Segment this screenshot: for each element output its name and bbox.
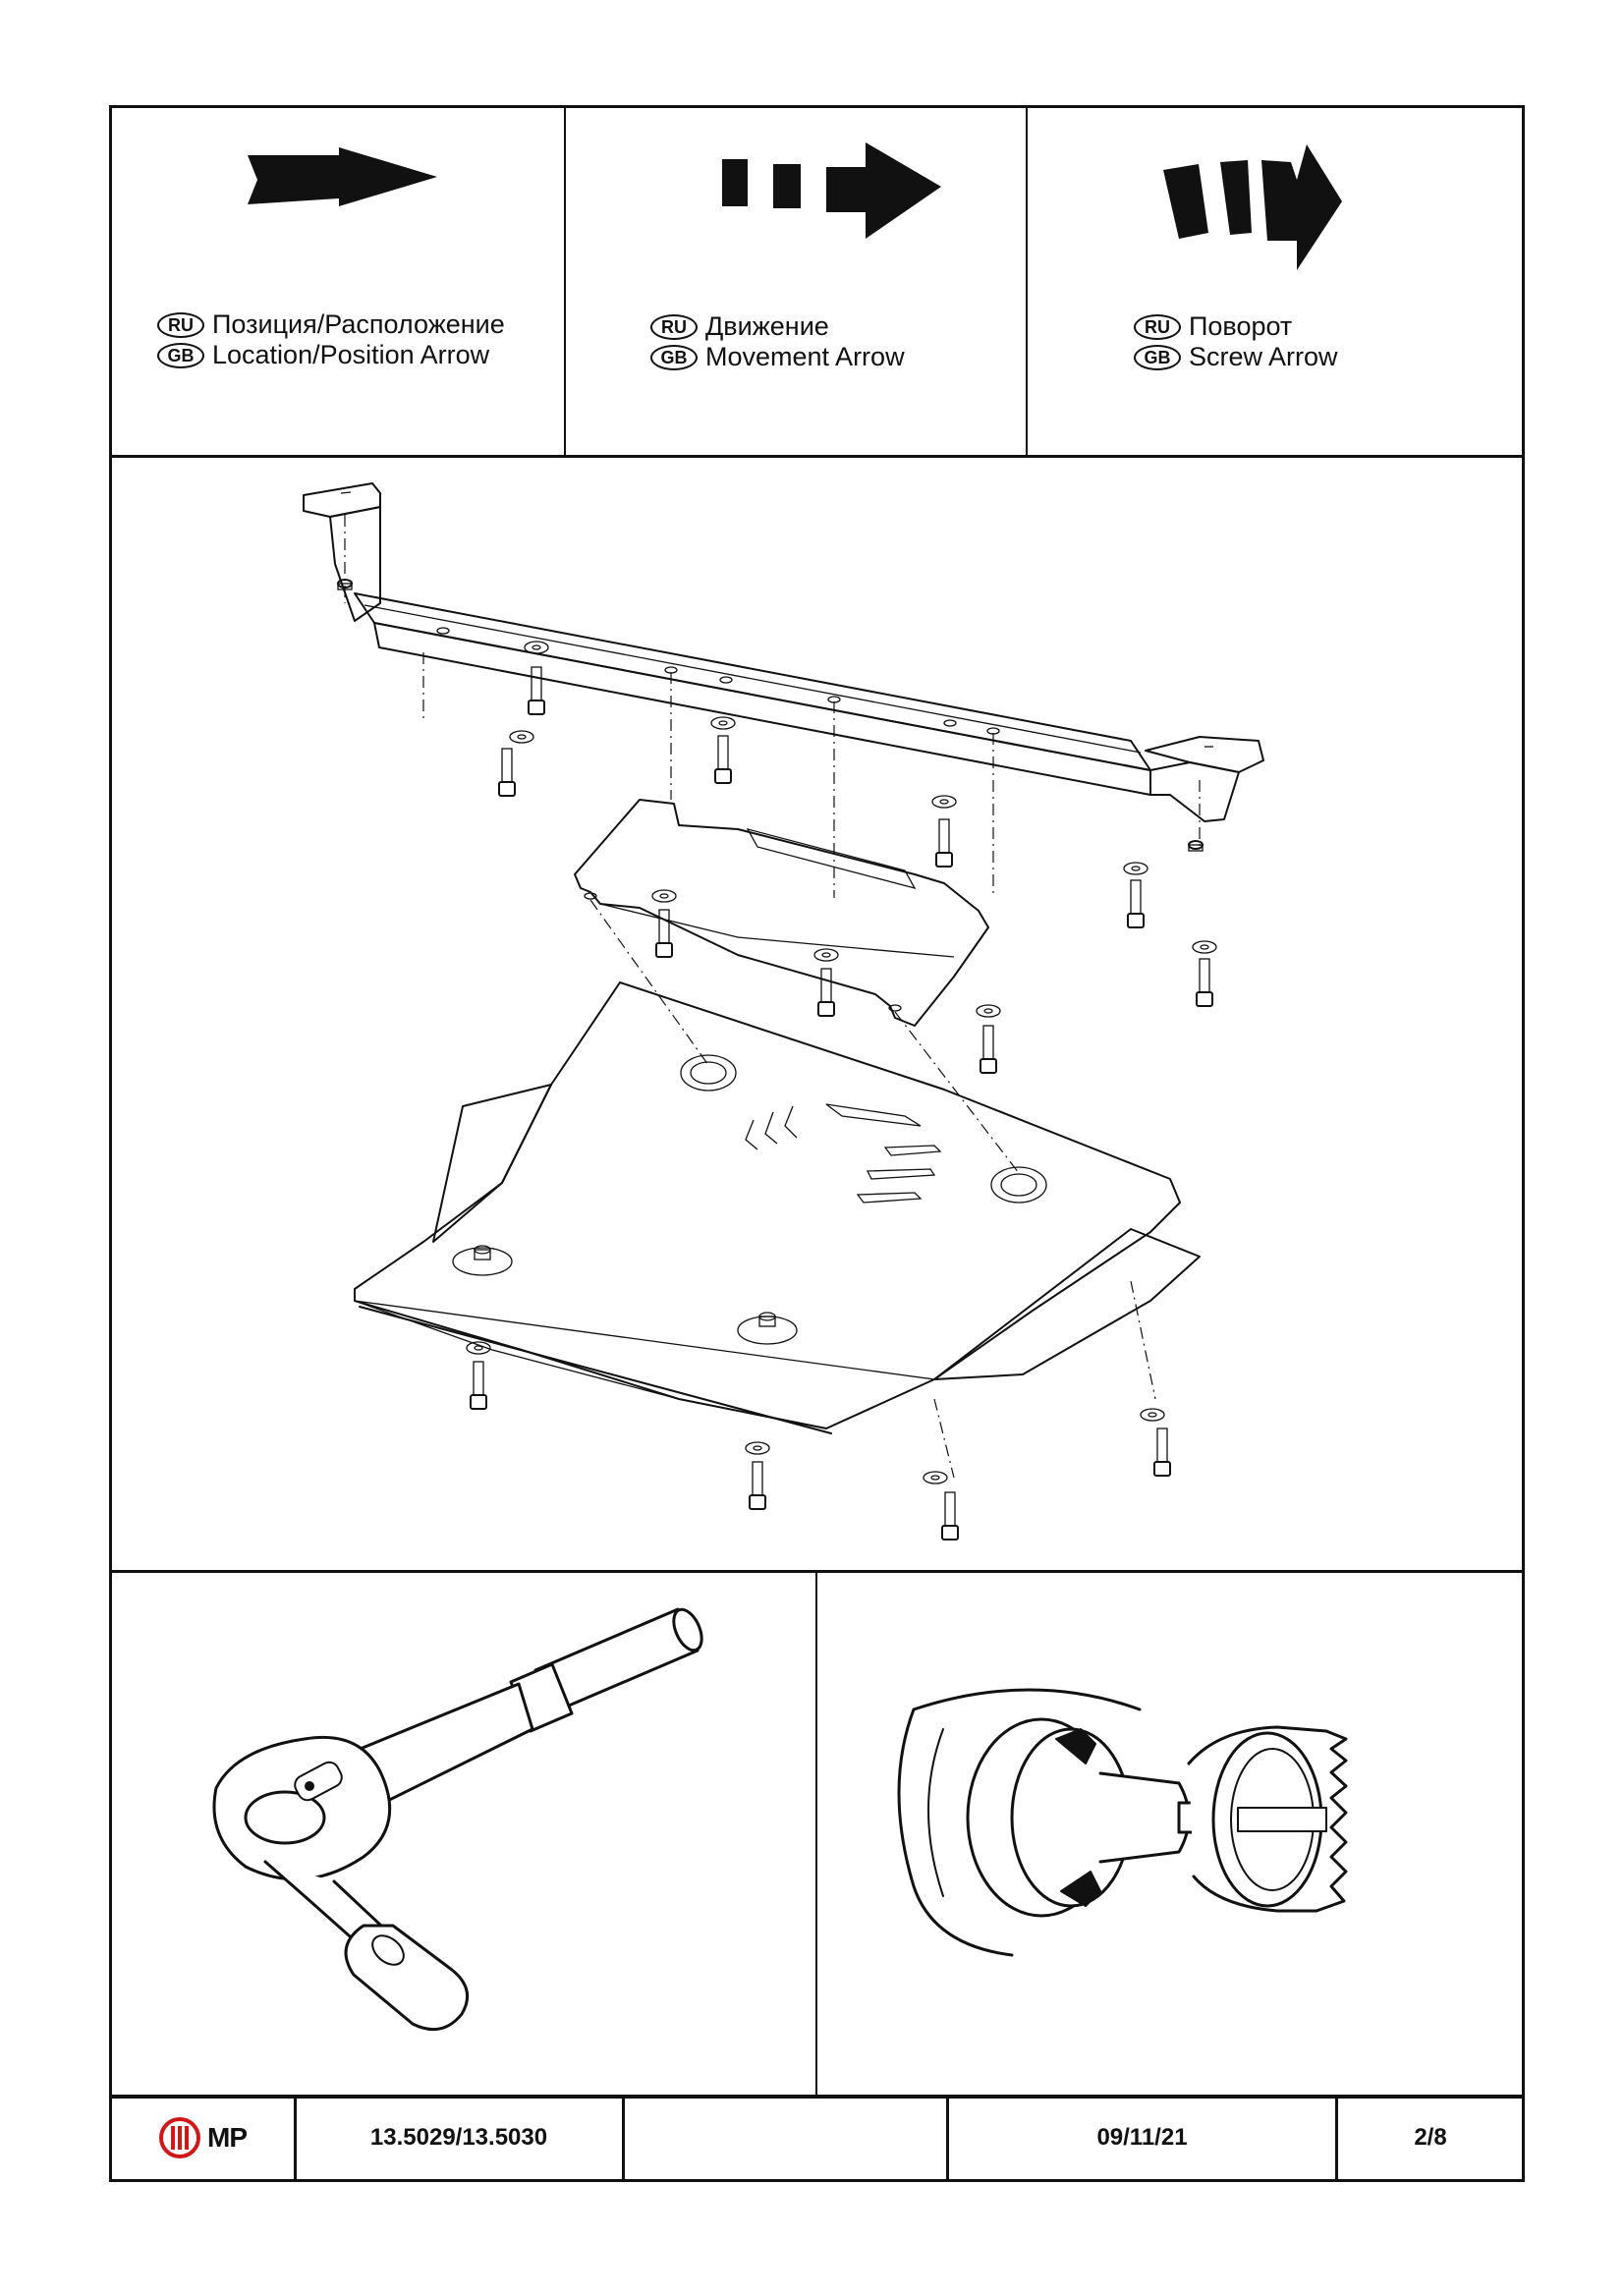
legend-movement: RU Движение GB Movement Arrow [650,311,905,372]
brand-logo-text: MP [207,2122,248,2153]
ru-badge: RU [1134,313,1181,340]
tb-divider-3 [946,2097,949,2181]
divider-titleblock [109,2095,1525,2099]
gb-badge: GB [1134,344,1181,370]
ru-badge: RU [650,313,698,340]
ru-badge: RU [157,311,204,338]
legend-ru-text: Позиция/Расположение [212,309,505,339]
tb-part-number: 13.5029/13.5030 [369,2124,548,2151]
legend-ru-text: Движение [705,311,829,341]
ratchet-wrench-icon [212,1607,703,2032]
gb-badge: GB [650,344,698,370]
screw-arrow-icon [1163,144,1342,270]
mounting-bracket [574,799,989,1027]
tb-logo-cell: MP [111,2097,294,2179]
divider-legend-1 [564,105,566,456]
legend-gb-text: Location/Position Arrow [212,340,490,369]
movement-arrow-icon [722,142,941,239]
location-arrow-icon [248,147,437,206]
drill-hole-saw-icon [897,1688,1348,1957]
tb-divider-1 [294,2097,297,2181]
legend-ru-text: Поворот [1189,311,1293,341]
tb-blank [625,2097,946,2179]
legend-gb-text: Movement Arrow [705,342,905,371]
divider-tools [815,1571,817,2096]
divider-legend [109,455,1525,458]
divider-legend-2 [1026,105,1028,456]
legend-gb-text: Screw Arrow [1189,342,1338,371]
tb-page: 2/8 [1414,2124,1447,2151]
skid-plate-exploded-view [303,482,1264,1540]
alignment-lines [344,515,1201,1479]
cross-member [303,482,1264,822]
tb-divider-4 [1335,2097,1338,2181]
brand-logo-icon [159,2117,200,2158]
gb-badge: GB [157,342,204,368]
skid-plate [354,981,1201,1434]
page-frame [109,105,1525,2182]
legend-screw: RU Поворот GB Screw Arrow [1134,311,1338,372]
legend-location: RU Позиция/Расположение GB Location/Positi… [157,309,505,370]
tb-divider-2 [622,2097,625,2181]
tb-date: 09/11/21 [1096,2124,1188,2151]
